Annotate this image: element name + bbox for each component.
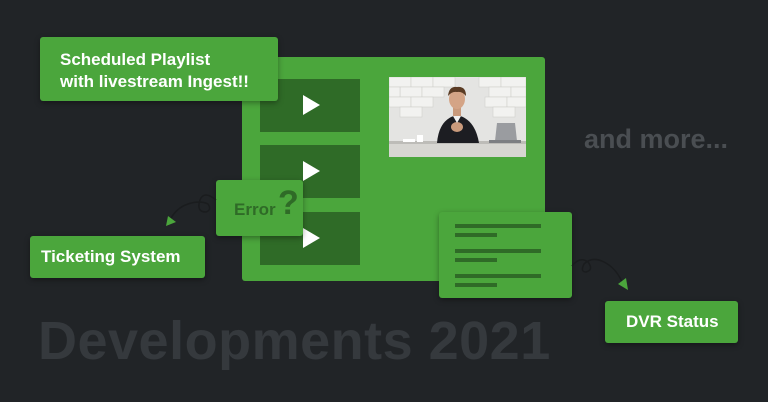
dvr-label: DVR Status <box>626 312 719 331</box>
dvr-status-callout: DVR Status <box>605 301 738 343</box>
error-text: Error <box>234 200 276 219</box>
video-preview-image <box>389 77 526 157</box>
callout-line-2: with livestream Ingest!! <box>60 72 249 91</box>
error-badge: Error ? <box>216 180 303 236</box>
question-mark: ? <box>278 184 299 222</box>
scheduled-playlist-callout: Scheduled Playlist with livestream Inges… <box>40 37 278 101</box>
curved-arrow-icon <box>571 258 628 290</box>
presenter-illustration <box>389 77 526 157</box>
play-icon[interactable] <box>303 228 320 248</box>
headline: Developments 2021 <box>38 311 551 371</box>
document-lines-icon <box>439 212 572 298</box>
ticketing-system-callout: Ticketing System <box>30 236 205 278</box>
and-more-text: and more... <box>584 124 729 154</box>
ticketing-label: Ticketing System <box>41 247 181 266</box>
play-icon[interactable] <box>303 161 320 181</box>
curved-arrow-icon <box>166 194 217 226</box>
callout-line-1: Scheduled Playlist <box>60 50 211 69</box>
play-icon[interactable] <box>303 95 320 115</box>
